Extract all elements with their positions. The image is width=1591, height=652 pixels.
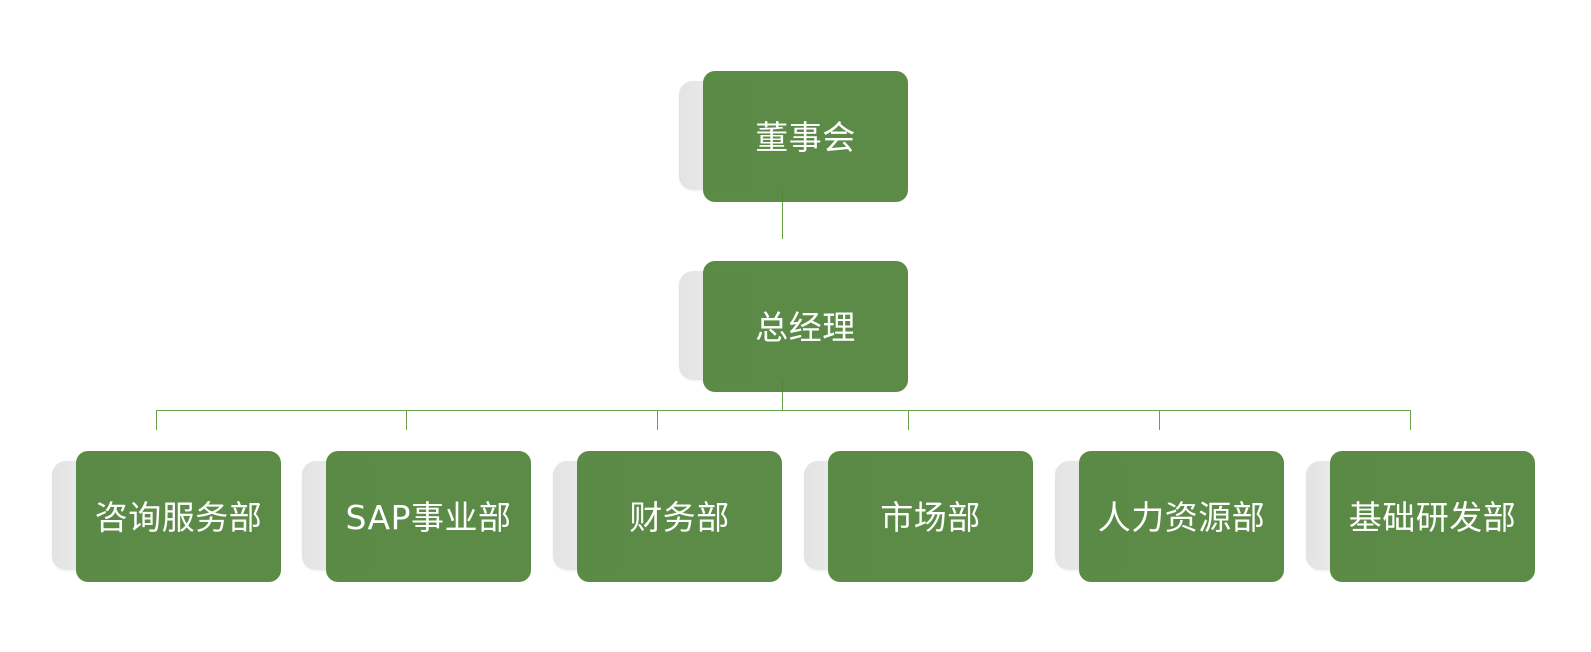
connector-drop-rnd (1410, 410, 1411, 430)
node-finance-box: 财务部 (577, 451, 782, 582)
node-consulting-services-box: 咨询服务部 (76, 451, 281, 582)
node-sap-division-label: SAP事业部 (345, 497, 512, 537)
node-human-resources-label: 人力资源部 (1097, 497, 1266, 537)
node-consulting-services: 咨询服务部 (52, 451, 281, 582)
node-marketing-box: 市场部 (828, 451, 1033, 582)
connector-horizontal-bus (156, 410, 1411, 411)
node-basic-rnd: 基础研发部 (1306, 451, 1535, 582)
connector-drop-consulting (156, 410, 157, 430)
node-human-resources: 人力资源部 (1055, 451, 1284, 582)
node-finance-label: 财务部 (629, 497, 730, 537)
connector-board-to-gm (782, 181, 783, 239)
node-sap-division-box: SAP事业部 (326, 451, 531, 582)
connector-drop-sap (406, 410, 407, 430)
node-board-box: 董事会 (703, 71, 908, 202)
node-general-manager-label: 总经理 (755, 307, 856, 347)
node-finance: 财务部 (553, 451, 782, 582)
connector-drop-finance (657, 410, 658, 430)
node-marketing-label: 市场部 (880, 497, 981, 537)
node-general-manager: 总经理 (679, 261, 908, 392)
node-basic-rnd-label: 基础研发部 (1348, 497, 1517, 537)
node-basic-rnd-box: 基础研发部 (1330, 451, 1535, 582)
connector-drop-marketing (908, 410, 909, 430)
node-consulting-services-label: 咨询服务部 (94, 497, 263, 537)
node-marketing: 市场部 (804, 451, 1033, 582)
node-human-resources-box: 人力资源部 (1079, 451, 1284, 582)
connector-drop-hr (1159, 410, 1160, 430)
node-general-manager-box: 总经理 (703, 261, 908, 392)
node-board-label: 董事会 (755, 117, 856, 157)
node-board: 董事会 (679, 71, 908, 202)
node-sap-division: SAP事业部 (302, 451, 531, 582)
